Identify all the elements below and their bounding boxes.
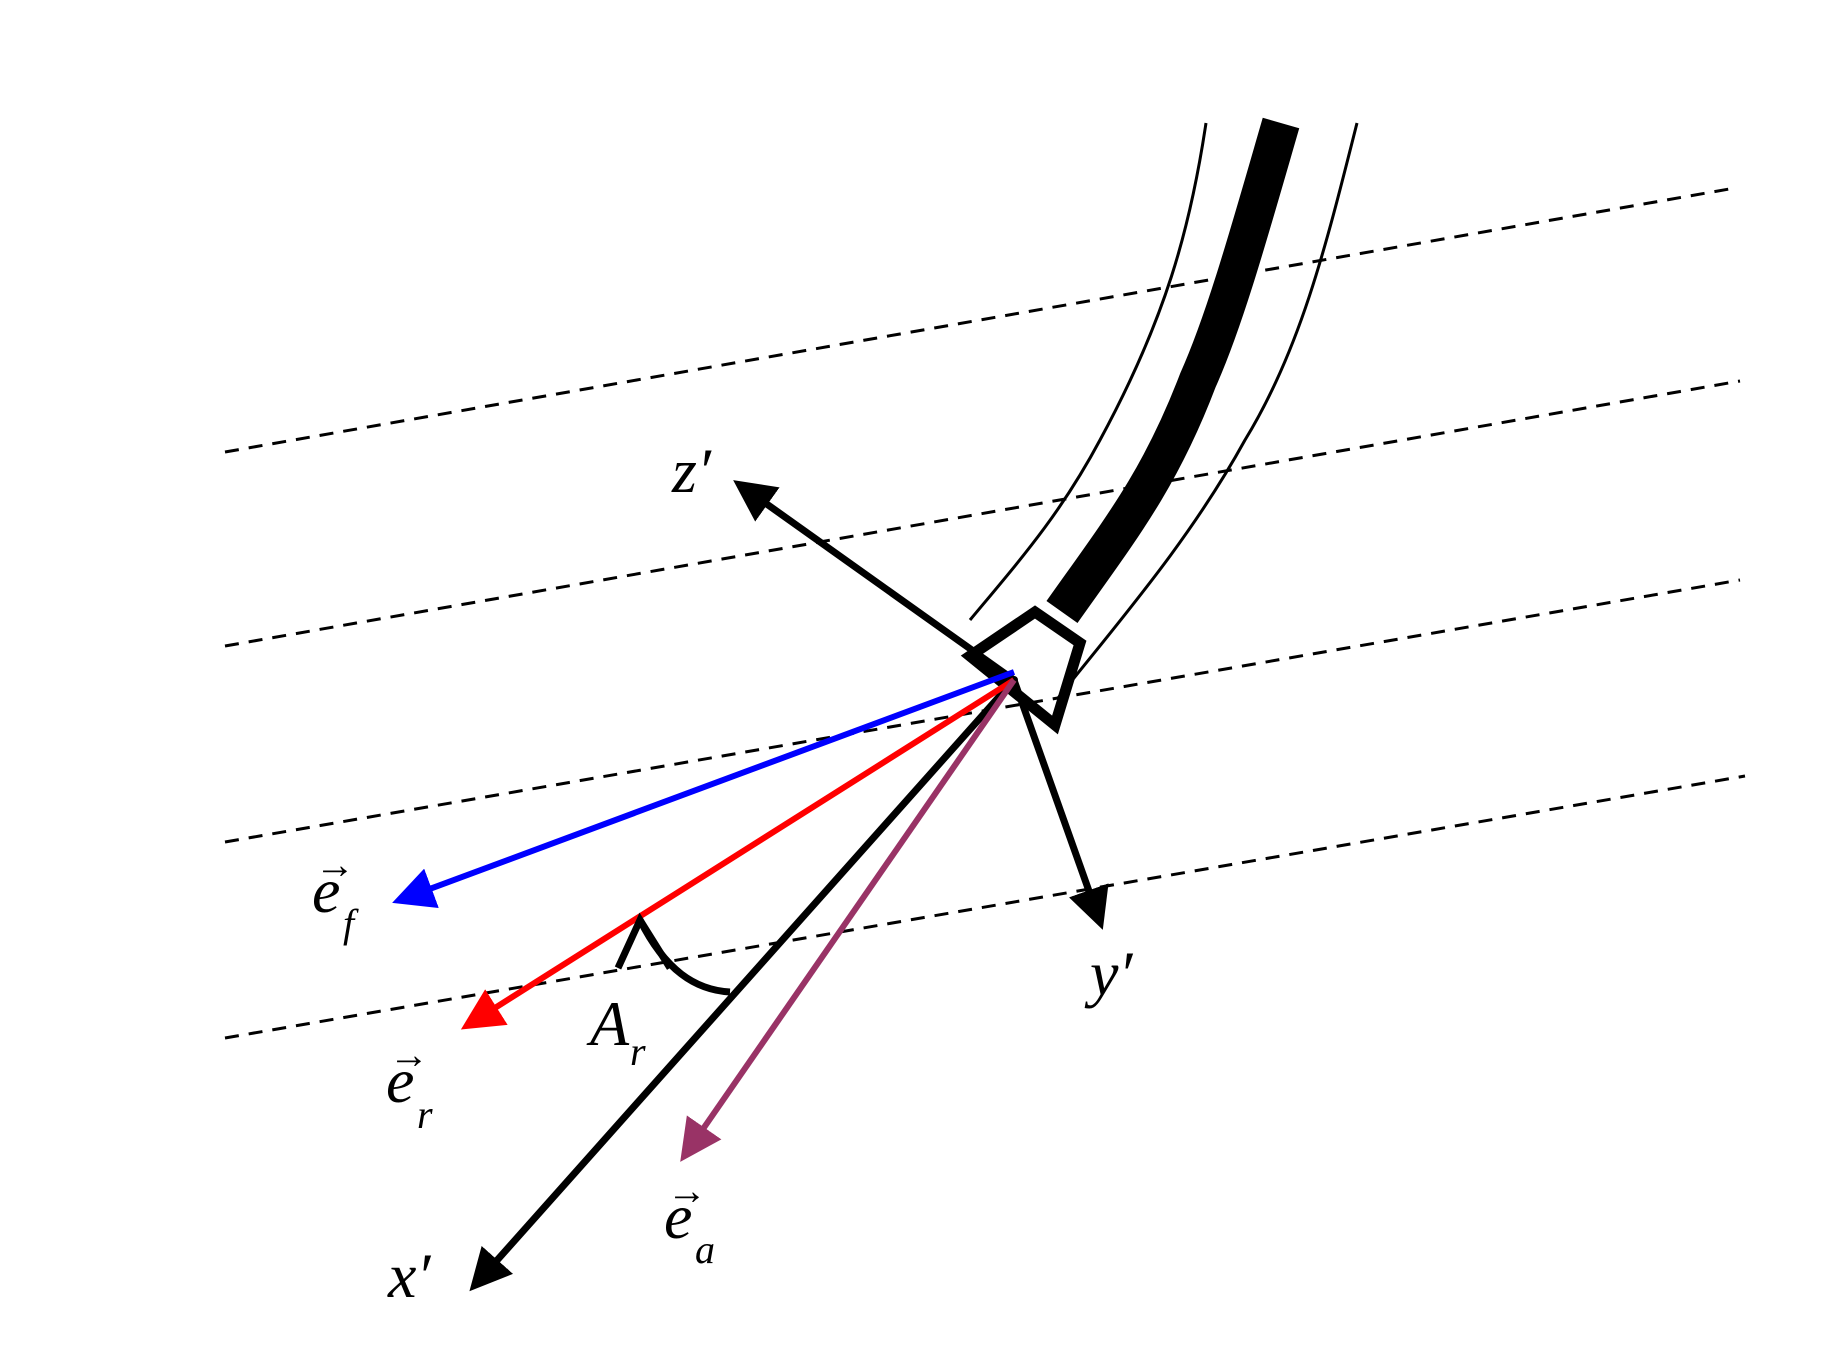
tube-outer-left xyxy=(968,122,1208,621)
z-axis-label: z′ xyxy=(671,435,712,506)
field-line-1 xyxy=(224,186,1736,454)
e-f-subscript: f xyxy=(343,901,359,946)
field-lines xyxy=(224,186,1746,1040)
sensor-head xyxy=(960,605,1087,735)
vector-e-r xyxy=(460,677,1016,1030)
coordinate-axes xyxy=(469,480,1109,1292)
label-z-axis: z′ xyxy=(671,435,712,506)
e-r-vector-arrow: → xyxy=(389,1032,429,1077)
vector-e-a xyxy=(680,678,1017,1162)
tube-center-strip xyxy=(1046,117,1300,623)
e-r-base: e xyxy=(386,1045,414,1116)
e-a-base: e xyxy=(664,1181,692,1252)
z-axis-arrow xyxy=(733,480,1017,683)
field-line-4 xyxy=(224,774,1746,1040)
vector-e-f xyxy=(392,669,1016,908)
label-e-r: → e r xyxy=(386,1032,433,1137)
e-a-subscript: a xyxy=(695,1227,715,1272)
e-f-base: e xyxy=(312,855,340,926)
angle-arc xyxy=(614,912,731,996)
field-line-2 xyxy=(224,379,1741,648)
flexible-tube xyxy=(968,117,1359,699)
y-axis-label: y′ xyxy=(1084,938,1133,1009)
x-axis-label: x′ xyxy=(387,1240,431,1311)
e-r-subscript: r xyxy=(417,1092,433,1137)
e-a-vector-arrow: → xyxy=(667,1168,707,1213)
tube-outer-right xyxy=(1056,122,1359,699)
label-angle: A r xyxy=(586,988,646,1074)
angle-arc-caret xyxy=(614,912,673,970)
label-e-a: → e a xyxy=(664,1168,715,1272)
y-axis-arrow xyxy=(1010,678,1109,930)
e-f-vector-arrow: → xyxy=(315,842,355,887)
label-e-f: → e f xyxy=(312,842,359,946)
angle-subscript: r xyxy=(630,1029,646,1074)
label-x-axis: x′ xyxy=(387,1240,431,1311)
label-y-axis: y′ xyxy=(1084,938,1133,1009)
x-axis-arrow xyxy=(469,677,1017,1292)
angle-arc-curve xyxy=(636,918,731,996)
angle-base: A xyxy=(586,988,630,1059)
